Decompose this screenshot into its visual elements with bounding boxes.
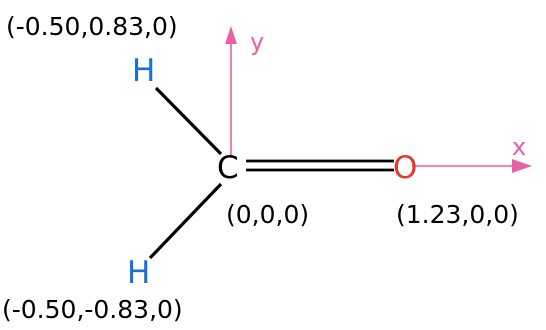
atom-h-bottom: H (127, 255, 150, 291)
atoms: H C O H (127, 53, 417, 291)
y-axis: y (225, 26, 264, 158)
atom-h-top: H (132, 53, 155, 89)
coord-label-h-top: (-0.50,0.83,0) (6, 12, 178, 41)
coord-label-carbon: (0,0,0) (226, 200, 309, 229)
coord-label-oxygen: (1.23,0,0) (396, 200, 519, 229)
x-axis: x (412, 133, 532, 173)
atom-carbon: C (217, 150, 239, 186)
atom-oxygen: O (393, 150, 417, 186)
x-axis-label: x (512, 133, 526, 161)
bond-h-top-carbon (154, 86, 223, 156)
bonds (148, 86, 394, 260)
coordinate-labels: (-0.50,0.83,0) (0,0,0) (1.23,0,0) (-0.50… (2, 12, 519, 324)
y-axis-label: y (250, 28, 264, 56)
y-axis-arrowhead (225, 26, 237, 44)
bond-h-bottom-carbon (148, 182, 223, 260)
coord-label-h-bottom: (-0.50,-0.83,0) (2, 295, 183, 324)
x-axis-arrowhead (512, 159, 532, 173)
